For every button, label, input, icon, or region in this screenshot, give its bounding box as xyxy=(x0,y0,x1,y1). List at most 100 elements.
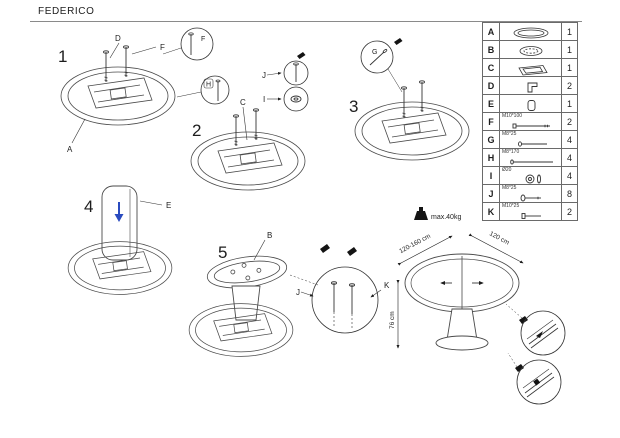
part-id: A xyxy=(482,22,500,41)
step-5: 5 B J K xyxy=(188,231,390,357)
long-rod-icon: M8*170 xyxy=(499,148,562,167)
step-3-number: 3 xyxy=(349,97,358,116)
parts-row-E: E 1 xyxy=(482,94,578,113)
parts-row-C: C 1 xyxy=(482,58,578,77)
part-qty: 2 xyxy=(561,76,578,95)
dim-length: 120-160 cm xyxy=(398,233,432,255)
detail-circle-J xyxy=(283,60,309,86)
detail-circle-rail-1 xyxy=(520,310,566,356)
step-4: 4 E xyxy=(67,185,173,295)
bolt-icon: M8*25 xyxy=(499,130,562,149)
step-1-number: 1 xyxy=(58,47,67,66)
part-size: M10*100 xyxy=(502,113,523,119)
detail-circle-F: F xyxy=(162,27,214,61)
bracket-glyph xyxy=(297,52,306,59)
parts-row-D: D 2 xyxy=(482,76,578,95)
long-bolt-icon: M10*100 xyxy=(499,112,562,131)
step-2: 2 C J I xyxy=(190,52,309,191)
label-J: J xyxy=(262,71,266,80)
part-qty: 4 xyxy=(561,130,578,149)
screw-icon: M8*25 xyxy=(499,184,562,203)
dim-width: 120 cm xyxy=(488,230,510,246)
bracket-glyph xyxy=(515,364,524,372)
part-qty: 1 xyxy=(561,58,578,77)
short-bolt-icon: M10*25 xyxy=(499,202,562,221)
bracket-glyph xyxy=(394,38,403,45)
mechanism-details xyxy=(505,303,566,405)
bracket-glyph xyxy=(320,244,330,253)
washer-icon: Ø20 xyxy=(499,166,562,185)
detail-G-label: G xyxy=(372,49,377,56)
parts-table: A 1 B 1 C 1 D 2 E 1 xyxy=(482,22,578,221)
label-B: B xyxy=(267,231,272,240)
column-panel xyxy=(101,185,138,261)
max-weight-icon xyxy=(414,207,428,220)
bracket-glyph xyxy=(519,316,528,324)
label-F: F xyxy=(160,43,165,52)
step-4-number: 4 xyxy=(84,197,93,216)
step-2-number: 2 xyxy=(192,121,201,140)
detail-H-label: H xyxy=(206,82,211,89)
part-size: M8*170 xyxy=(502,149,520,155)
detail-circle-I xyxy=(283,86,309,112)
label-D: D xyxy=(115,34,121,43)
part-id: J xyxy=(482,184,500,203)
label-J2: J xyxy=(296,288,300,297)
table-top-icon xyxy=(499,22,562,41)
label-C: C xyxy=(240,98,246,107)
label-K: K xyxy=(384,281,390,290)
part-qty: 1 xyxy=(561,94,578,113)
part-id: I xyxy=(482,166,500,185)
pedestal xyxy=(446,308,478,341)
page-title: FEDERICO xyxy=(38,6,95,17)
detail-circle-G: G xyxy=(360,40,403,93)
part-id: E xyxy=(482,94,500,113)
step-1: 1 D F A F H xyxy=(58,27,230,154)
part-id: H xyxy=(482,148,500,167)
part-id: B xyxy=(482,40,500,59)
assembled-table: max.40kg 120-160 cm 120 cm 76 cm xyxy=(389,207,524,351)
part-qty: 2 xyxy=(561,202,578,221)
detail-F-label: F xyxy=(201,36,205,43)
parts-row-H: H M8*170 4 xyxy=(482,148,578,167)
parts-row-J: J M8*25 8 xyxy=(482,184,578,203)
part-qty: 4 xyxy=(561,166,578,185)
part-id: D xyxy=(482,76,500,95)
part-qty: 1 xyxy=(561,40,578,59)
part-size: Ø20 xyxy=(502,167,512,173)
part-id: G xyxy=(482,130,500,149)
mount-plate-icon xyxy=(499,40,562,59)
part-qty: 1 xyxy=(561,22,578,41)
part-size: M8*25 xyxy=(502,131,517,137)
label-E: E xyxy=(166,201,171,210)
column-panel-icon xyxy=(499,94,562,113)
part-size: M8*25 xyxy=(502,185,517,191)
label-A: A xyxy=(67,145,73,154)
detail-circle-rail-2 xyxy=(516,359,562,405)
part-qty: 2 xyxy=(561,112,578,131)
parts-row-K: K M10*25 2 xyxy=(482,202,578,221)
part-size: M10*25 xyxy=(502,203,520,209)
part-qty: 4 xyxy=(561,148,578,167)
label-I: I xyxy=(263,95,265,104)
part-id: K xyxy=(482,202,500,221)
part-id: F xyxy=(482,112,500,131)
parts-row-G: G M8*25 4 xyxy=(482,130,578,149)
bracket-glyph xyxy=(347,247,357,256)
insert-arrow xyxy=(114,214,124,222)
title-rule xyxy=(30,21,582,22)
step-3: 3 G xyxy=(349,38,470,161)
detail-circle-JK xyxy=(311,266,379,334)
parts-row-I: I Ø20 4 xyxy=(482,166,578,185)
parts-row-B: B 1 xyxy=(482,40,578,59)
step-5-number: 5 xyxy=(218,243,227,262)
detail-circle-H: H xyxy=(176,75,230,105)
bracket-icon xyxy=(499,76,562,95)
max-weight-label: max.40kg xyxy=(431,214,461,221)
parts-row-F: F M10*100 2 xyxy=(482,112,578,131)
dim-height: 76 cm xyxy=(389,311,396,329)
part-id: C xyxy=(482,58,500,77)
parts-row-A: A 1 xyxy=(482,22,578,41)
